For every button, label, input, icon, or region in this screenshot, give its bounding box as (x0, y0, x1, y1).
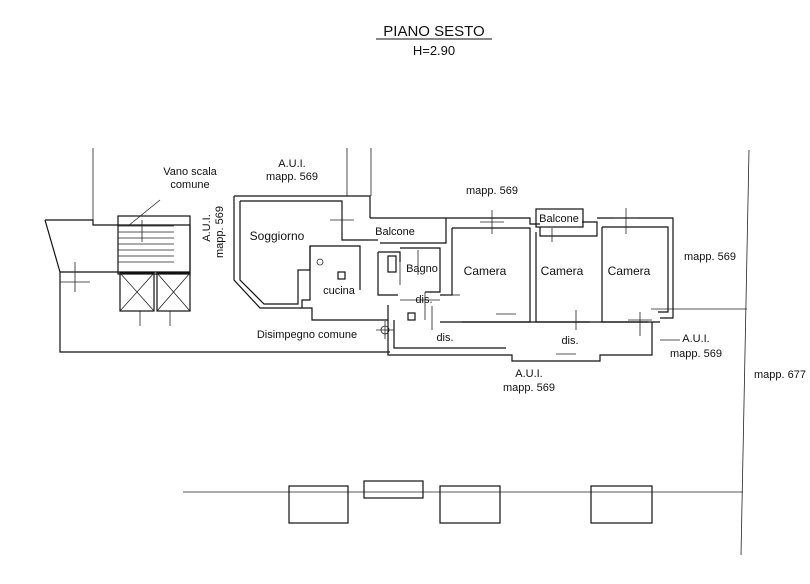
label-camera-3: Camera (608, 264, 651, 278)
label-camera-1: Camera (464, 264, 507, 278)
label-dis-1: dis. (415, 294, 432, 306)
label-aui-top-mapp: mapp. 569 (266, 171, 318, 183)
label-aui-vertical-mapp: mapp. 569 (214, 206, 226, 258)
stairwell (44, 199, 390, 353)
corridor (387, 313, 680, 362)
label-balcone-right: Balcone (539, 213, 579, 225)
label-aui-right: A.U.I. (682, 333, 710, 345)
label-aui-bottom: A.U.I. (515, 368, 543, 380)
plan-subtitle: H=2.90 (413, 43, 455, 58)
service-block (301, 245, 441, 330)
label-mapp-top-center: mapp. 569 (466, 185, 518, 197)
plan-title: PIANO SESTO (383, 23, 484, 40)
label-aui-bottom-mapp: mapp. 569 (503, 382, 555, 394)
room-labels: Vano scala comune A.U.I. mapp. 569 A.U.I… (163, 158, 806, 394)
aui-divider (346, 148, 372, 196)
label-soggiorno: Soggiorno (250, 229, 305, 243)
label-dis-2: dis. (436, 332, 453, 344)
label-vano-scala-2: comune (170, 179, 209, 191)
lower-boxes (288, 480, 653, 524)
disimpegno-door (316, 258, 394, 339)
label-balcone-left: Balcone (375, 226, 415, 238)
label-aui-vertical: A.U.I. (201, 214, 213, 242)
label-disimpegno: Disimpegno comune (257, 329, 357, 341)
label-mapp-677: mapp. 677 (754, 369, 806, 381)
label-cucina: cucina (323, 285, 356, 297)
site-lines (92, 148, 750, 556)
label-bagno: Bagno (406, 263, 438, 275)
label-camera-2: Camera (541, 264, 584, 278)
balcone-left (370, 217, 447, 244)
label-aui-top: A.U.I. (278, 158, 306, 170)
label-aui-right-mapp: mapp. 569 (670, 348, 722, 360)
label-vano-scala-1: Vano scala (163, 166, 217, 178)
label-dis-3: dis. (561, 335, 578, 347)
label-mapp-right: mapp. 569 (684, 251, 736, 263)
